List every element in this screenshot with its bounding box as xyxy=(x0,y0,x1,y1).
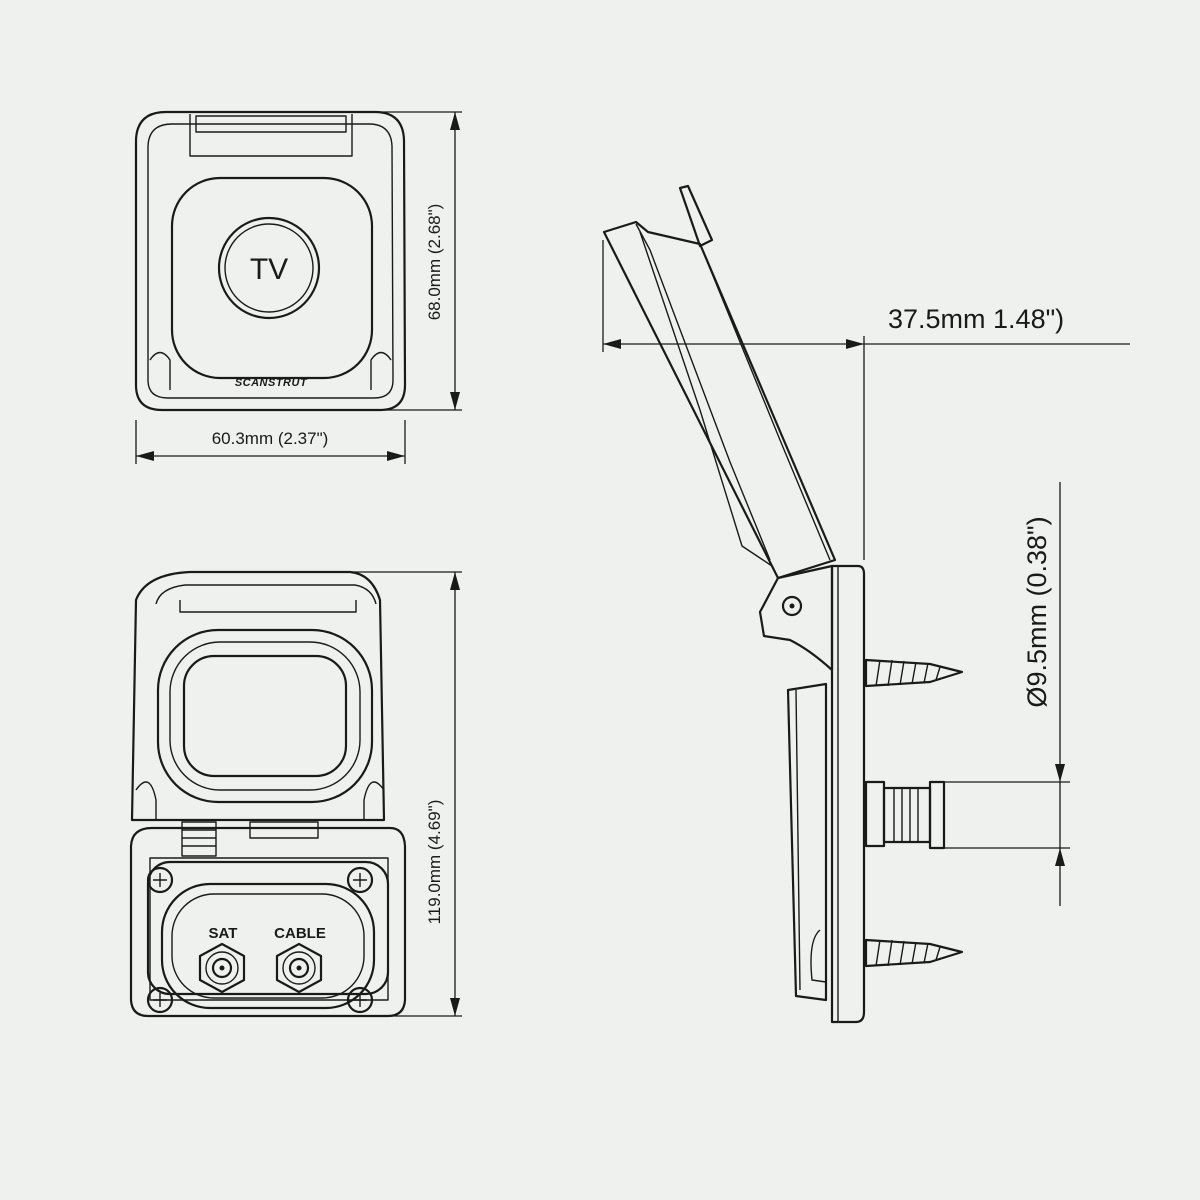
front-width-dimension: 60.3mm (2.37") xyxy=(135,420,406,464)
screw-icon xyxy=(864,658,964,688)
sat-port-label: SAT xyxy=(209,925,238,942)
diameter-dimension: Ø9.5mm (0.38") xyxy=(944,482,1070,906)
diameter-label: Ø9.5mm (0.38") xyxy=(1022,516,1052,707)
screw-icon xyxy=(146,866,174,894)
screw-icon xyxy=(146,986,174,1014)
tv-label: TV xyxy=(250,253,288,286)
cable-connector-icon xyxy=(275,942,323,994)
screw-icon xyxy=(346,986,374,1014)
depth-label: 37.5mm 1.48") xyxy=(888,304,1064,334)
screw-icon xyxy=(864,938,964,968)
open-height-label: 119.0mm (4.69") xyxy=(425,800,444,925)
f-connector-icon xyxy=(864,780,946,850)
sat-connector-icon xyxy=(198,942,246,994)
front-width-label: 60.3mm (2.37") xyxy=(212,429,329,448)
open-height-dimension: 119.0mm (4.69") xyxy=(330,571,462,1017)
side-view xyxy=(602,184,964,1024)
front-view-open: SAT CABLE xyxy=(129,570,407,1018)
front-height-label: 68.0mm (2.68") xyxy=(425,204,444,321)
brand-logo: SCANSTRUT xyxy=(235,377,308,389)
depth-dimension: 37.5mm 1.48") xyxy=(602,240,1130,560)
front-view-closed: TV SCANSTRUT xyxy=(134,110,407,412)
screw-icon xyxy=(346,866,374,894)
cable-port-label: CABLE xyxy=(274,925,326,942)
front-height-dimension: 68.0mm (2.68") xyxy=(372,111,462,411)
